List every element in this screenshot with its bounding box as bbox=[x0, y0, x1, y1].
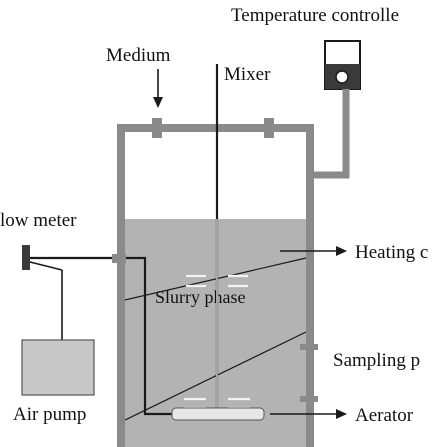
heating-arrow bbox=[280, 246, 347, 256]
aerator-device bbox=[171, 407, 265, 421]
medium-label: Medium bbox=[106, 45, 171, 66]
aerator-arrow bbox=[270, 409, 347, 419]
flow-meter-device bbox=[22, 245, 30, 270]
medium-arrow bbox=[153, 69, 163, 108]
controller-cable bbox=[308, 89, 350, 179]
pump-to-flow-meter-link bbox=[29, 261, 63, 271]
sampling-label: Sampling p bbox=[333, 350, 420, 371]
temperature-controller-label: Temperature controlle bbox=[231, 5, 399, 26]
air-pump-label: Air pump bbox=[13, 404, 86, 425]
reactor-vessel bbox=[117, 118, 314, 447]
aerator-label: Aerator bbox=[355, 405, 414, 426]
sampling-port bbox=[300, 344, 318, 402]
impeller-upper bbox=[186, 274, 248, 288]
flow-meter-label: low meter bbox=[0, 210, 77, 231]
mixer-label: Mixer bbox=[224, 64, 271, 85]
heating-label: Heating c bbox=[355, 242, 428, 263]
temperature-controller-device bbox=[324, 40, 361, 90]
air-supply-line bbox=[126, 256, 172, 416]
vessel-inlet-port bbox=[112, 254, 126, 263]
air-pump-device bbox=[21, 339, 95, 396]
heating-coil bbox=[124, 257, 307, 421]
slurry-phase-label: Slurry phase bbox=[155, 287, 245, 307]
